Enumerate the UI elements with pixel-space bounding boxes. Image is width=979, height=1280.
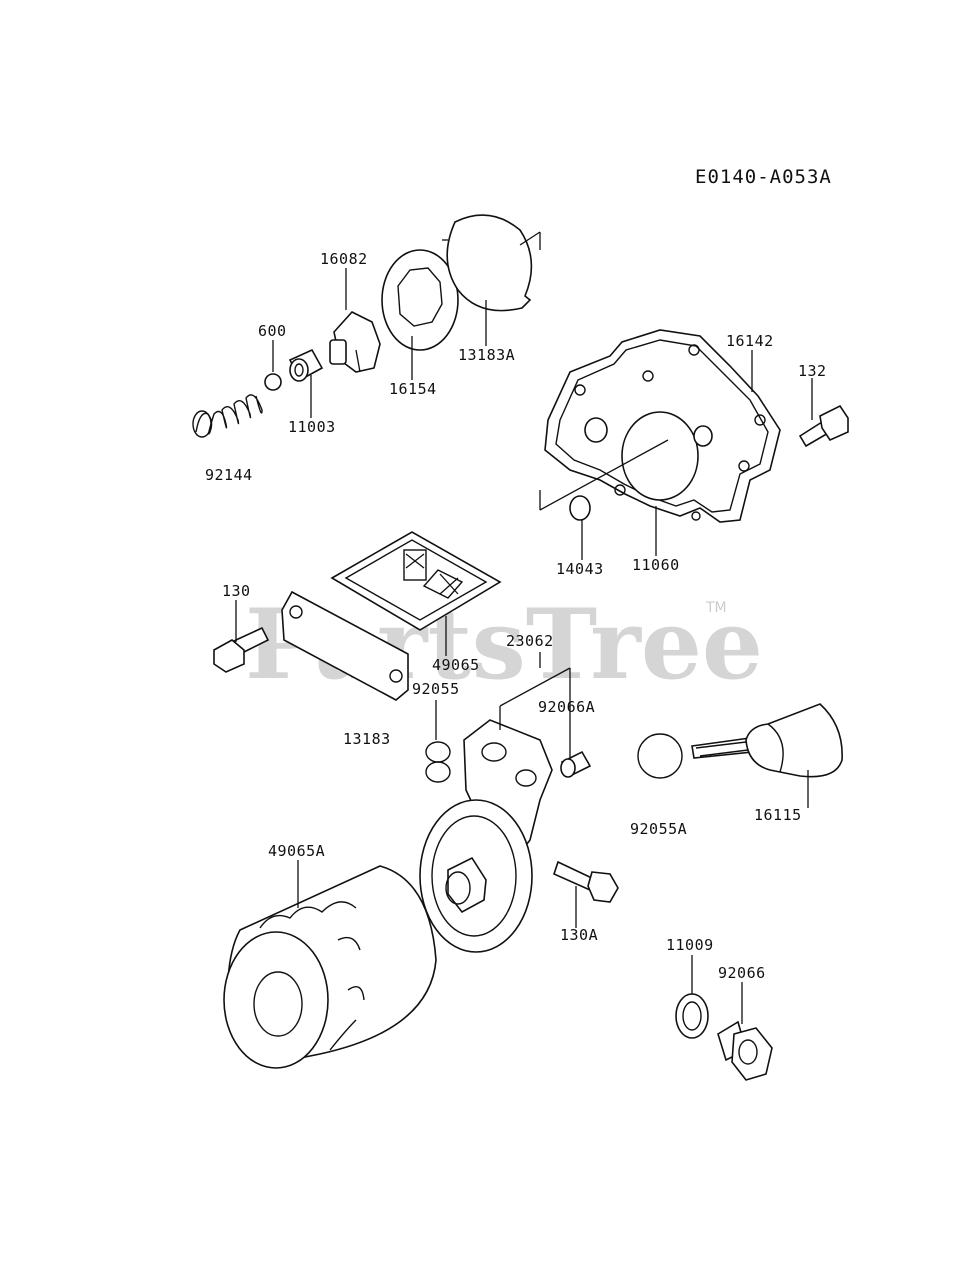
bolt-130a-part — [553, 860, 619, 903]
label-16154: 16154 — [389, 380, 437, 398]
cover-plate-part — [442, 214, 541, 312]
plate-13183-part — [281, 590, 409, 701]
label-11060: 11060 — [632, 556, 680, 574]
label-132: 132 — [798, 362, 827, 380]
inner-rotor-part — [329, 311, 381, 373]
label-13183: 13183 — [343, 730, 391, 748]
watermark-trademark: TM — [705, 600, 727, 616]
label-130: 130 — [222, 582, 251, 600]
label-14043: 14043 — [556, 560, 604, 578]
label-16115: 16115 — [754, 806, 802, 824]
label-11003: 11003 — [288, 418, 336, 436]
label-23062: 23062 — [506, 632, 554, 650]
label-49065a: 49065A — [268, 842, 325, 860]
washer-part — [675, 993, 709, 1039]
label-11009: 11009 — [666, 936, 714, 954]
o-ring-92055-part — [425, 741, 451, 783]
sleeve-part — [288, 348, 324, 382]
label-49065: 49065 — [432, 656, 480, 674]
strainer-part — [330, 531, 502, 631]
label-16082: 16082 — [320, 250, 368, 268]
bolt-130-part — [213, 626, 270, 673]
label-92144: 92144 — [205, 466, 253, 484]
ball-part — [264, 373, 282, 391]
o-ring-92055a-part — [637, 733, 683, 779]
diagram-code: E0140-A053A — [695, 166, 832, 188]
label-92066a: 92066A — [538, 698, 595, 716]
oil-filter-part — [223, 865, 437, 1069]
dipstick-part — [691, 703, 843, 778]
label-130a: 130A — [560, 926, 598, 944]
spring-part — [192, 394, 263, 438]
label-600: 600 — [258, 322, 287, 340]
label-16142: 16142 — [726, 332, 774, 350]
plug-part — [569, 495, 591, 521]
label-92055a: 92055A — [630, 820, 687, 838]
drain-plug-part — [717, 1020, 773, 1081]
bolt-132-part — [798, 404, 849, 448]
plug-92066a-part — [560, 750, 592, 778]
outer-rotor-part — [381, 249, 459, 351]
pump-housing-part — [539, 329, 781, 523]
label-92066: 92066 — [718, 964, 766, 982]
label-13183a: 13183A — [458, 346, 515, 364]
filter-flange-part — [419, 799, 533, 953]
label-92055: 92055 — [412, 680, 460, 698]
